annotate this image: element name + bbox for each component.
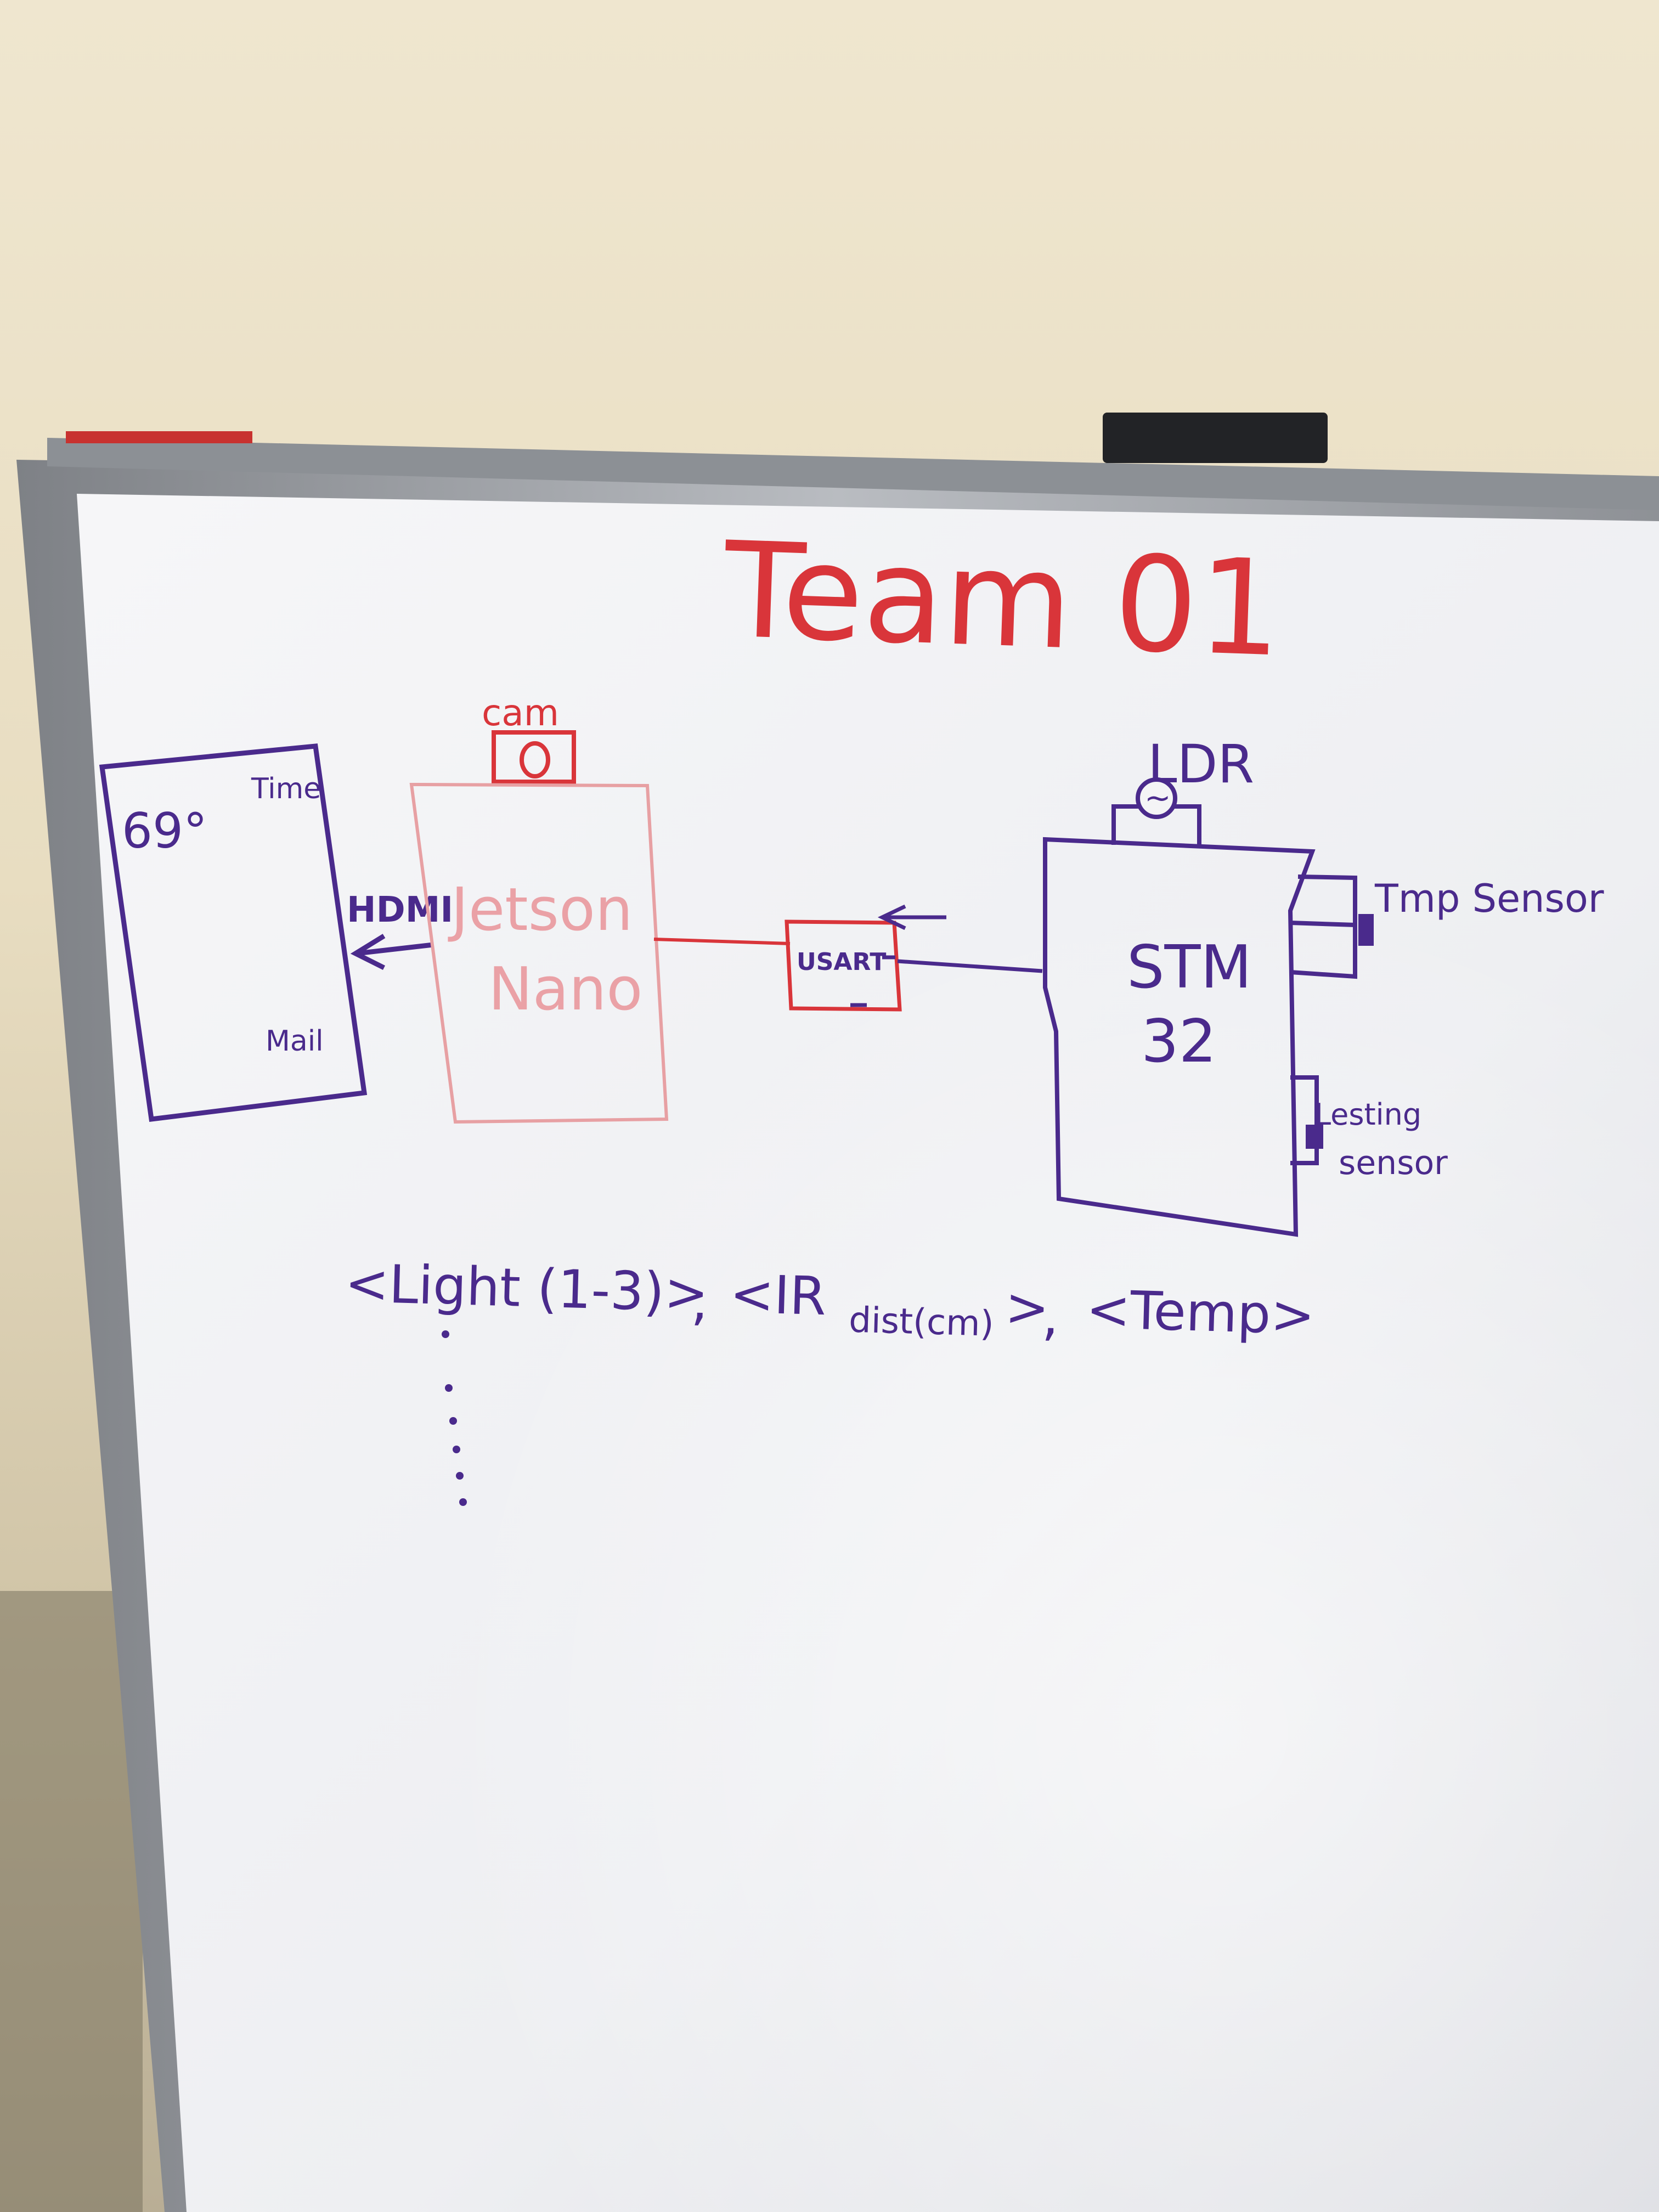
jetson-label-line2: Nano <box>488 955 643 1024</box>
format-temp: <Temp> <box>1085 1279 1316 1347</box>
jetson-label-line1: Jetson <box>448 876 633 944</box>
tmp-sensor-label: Tmp Sensor <box>1374 876 1604 921</box>
ldr-symbol-icon: ~ <box>1144 779 1171 816</box>
monitor-time: Time <box>251 772 321 805</box>
stm-label-line2: 32 <box>1141 1007 1216 1076</box>
tx-arrow-icon <box>877 904 946 930</box>
hdmi-label: HDMI <box>347 890 453 930</box>
temperature-sensor: Tmp Sensor <box>1290 874 1604 979</box>
ldr-sensor: LDR ~ <box>1111 733 1254 845</box>
wall-shadow <box>0 1591 143 2212</box>
monitor-temperature: 69° <box>122 803 207 859</box>
camera-lens-icon <box>520 741 550 778</box>
camera-label: cam <box>482 692 559 734</box>
stm32-box: STM 32 <box>1043 837 1316 1237</box>
data-format-line: <Light (1-3)> , <IR dist(cm) > , <Temp> <box>344 1252 1316 1347</box>
hdmi-link: HDMI <box>347 890 453 970</box>
usart-label: USART <box>797 948 886 976</box>
jetson-usart-link <box>653 938 791 945</box>
format-ir-sub: dist(cm) <box>848 1300 994 1344</box>
usart-box: USART <box>785 904 946 1012</box>
stm-label-line1: STM <box>1127 933 1252 1002</box>
distance-sensor: Lesting sensor <box>1290 1075 1448 1182</box>
format-light: <Light (1-3)> <box>344 1252 709 1324</box>
format-ir-close: > <box>1005 1276 1051 1339</box>
distance-sensor-label-line2: sensor <box>1339 1144 1448 1182</box>
marker-tray <box>47 438 1659 510</box>
monitor-mail: Mail <box>266 1025 324 1058</box>
format-ir-open: <IR <box>729 1263 827 1327</box>
monitor-box: 69° Time Mail <box>99 743 368 1122</box>
whiteboard <box>16 413 1659 2212</box>
board-title: Team 01 <box>721 513 1284 686</box>
continuation-dots <box>442 1330 467 1506</box>
eraser <box>1103 413 1328 463</box>
distance-sensor-label-line1: Lesting <box>1314 1097 1421 1132</box>
format-sep2: , <box>1041 1285 1060 1347</box>
glare <box>77 494 1659 2212</box>
camera: cam <box>482 692 576 784</box>
red-marker-on-tray <box>66 431 252 443</box>
jetson-nano-box: Jetson Nano <box>409 782 669 1124</box>
format-sep1: , <box>691 1270 709 1332</box>
usart-stm-link <box>897 959 1043 973</box>
